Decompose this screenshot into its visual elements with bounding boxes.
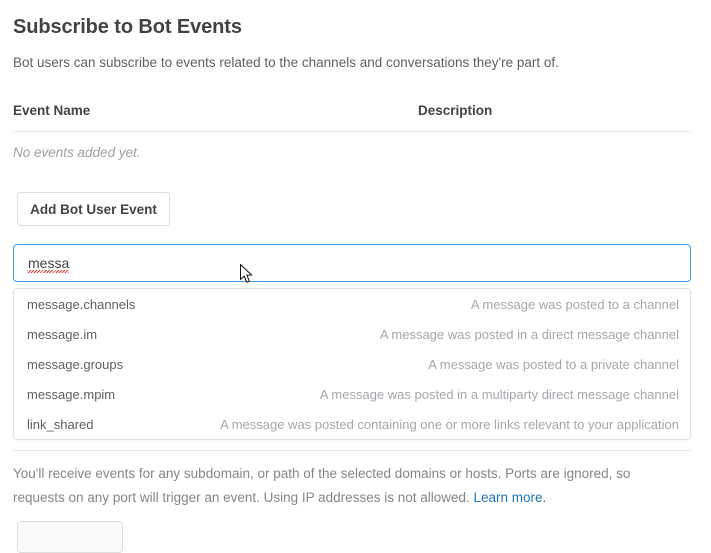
learn-more-link[interactable]: Learn more. xyxy=(473,490,547,505)
page-title: Subscribe to Bot Events xyxy=(13,16,242,38)
event-option-name: message.groups xyxy=(27,356,124,372)
event-option-name: message.im xyxy=(27,326,98,342)
column-header-description: Description xyxy=(418,103,493,118)
event-option[interactable]: link_shared A message was posted contain… xyxy=(14,409,690,439)
event-option-name: message.channels xyxy=(27,296,136,312)
event-option-description: A message was posted in a direct message… xyxy=(379,326,679,342)
events-table-empty-message: No events added yet. xyxy=(13,145,141,160)
event-search-input[interactable] xyxy=(13,244,691,282)
events-table-header: Event Name Description xyxy=(13,103,691,132)
event-option[interactable]: message.im A message was posted in a dir… xyxy=(14,319,690,349)
footer-note: You'll receive events for any subdomain,… xyxy=(13,462,683,510)
event-option-name: message.mpim xyxy=(27,386,116,402)
page-subtitle: Bot users can subscribe to events relate… xyxy=(13,55,559,70)
event-option[interactable]: message.channels A message was posted to… xyxy=(14,289,690,319)
event-option[interactable]: message.groups A message was posted to a… xyxy=(14,349,690,379)
event-option-description: A message was posted to a private channe… xyxy=(428,356,679,372)
event-suggestions-dropdown[interactable]: message.channels A message was posted to… xyxy=(13,288,691,440)
event-option-name: link_shared xyxy=(27,416,94,432)
footer-button[interactable] xyxy=(17,521,123,553)
footer-note-text: You'll receive events for any subdomain,… xyxy=(13,466,631,505)
column-header-event-name: Event Name xyxy=(13,103,91,118)
event-option[interactable]: message.mpim A message was posted in a m… xyxy=(14,379,690,409)
event-option-description: A message was posted to a channel xyxy=(470,296,679,312)
subscribe-bot-events-page: Subscribe to Bot Events Bot users can su… xyxy=(13,16,691,553)
event-option-description: A message was posted containing one or m… xyxy=(220,416,679,432)
section-divider xyxy=(13,450,691,451)
events-table: Event Name Description No events added y… xyxy=(13,103,691,160)
event-option-description: A message was posted in a multiparty dir… xyxy=(319,386,679,402)
table-header-divider xyxy=(13,131,691,132)
add-bot-user-event-button[interactable]: Add Bot User Event xyxy=(17,192,170,226)
